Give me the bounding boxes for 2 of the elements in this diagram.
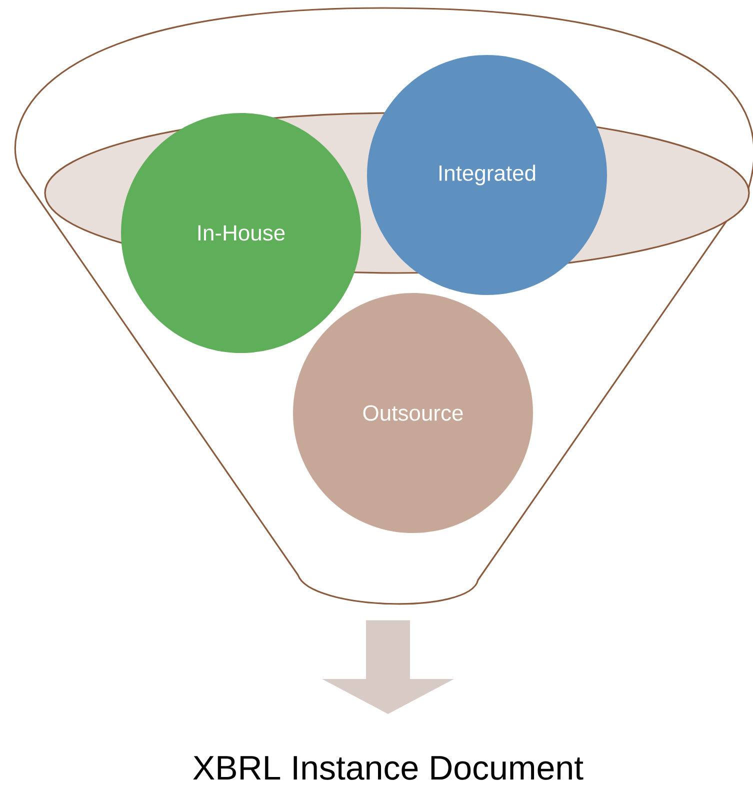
block-arrow xyxy=(322,620,454,714)
caption-text: XBRL Instance Document xyxy=(193,756,584,780)
